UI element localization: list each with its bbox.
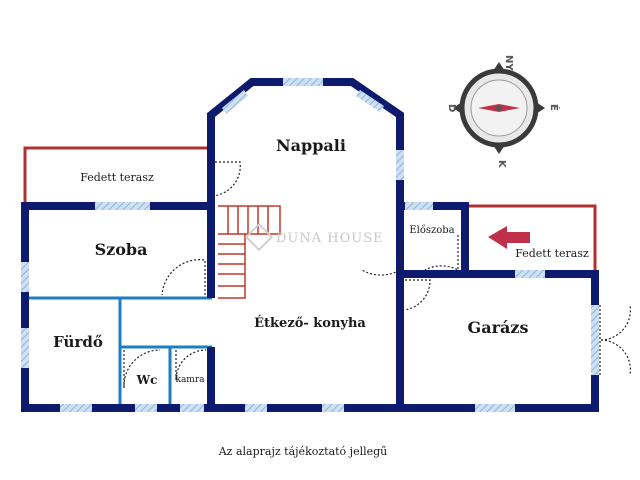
room-garazs: Garázs bbox=[468, 318, 529, 337]
compass-east-label: É bbox=[548, 104, 561, 111]
room-etkezo-konyha: Étkező- konyha bbox=[254, 315, 366, 331]
entry-arrow-icon bbox=[488, 226, 530, 249]
staircase bbox=[218, 205, 281, 299]
room-fedett-terasz-left: Fedett terasz bbox=[80, 171, 154, 184]
room-wc: Wc bbox=[136, 373, 158, 387]
terrace-left-outline bbox=[23, 146, 211, 206]
terrace-right-outline bbox=[465, 204, 597, 274]
watermark: DUNA HOUSE bbox=[244, 222, 384, 252]
room-nappali: Nappali bbox=[276, 136, 346, 155]
room-fedett-terasz-right: Fedett terasz bbox=[515, 247, 589, 260]
compass-north-label: NY bbox=[503, 55, 514, 71]
footnote: Az alaprajz tájékoztató jellegű bbox=[218, 445, 388, 458]
room-furdo: Fürdő bbox=[53, 333, 103, 351]
door-swings bbox=[123, 161, 632, 389]
compass-west-label: D bbox=[446, 104, 457, 112]
windows bbox=[21, 78, 599, 412]
inner-walls bbox=[25, 296, 212, 410]
compass-icon: NY É K D bbox=[446, 55, 561, 169]
room-szoba: Szoba bbox=[95, 240, 148, 259]
watermark-text: DUNA HOUSE bbox=[276, 231, 384, 246]
room-eloszoba: Előszoba bbox=[409, 225, 454, 236]
compass-south-label: K bbox=[496, 160, 507, 169]
room-kamra: kamra bbox=[175, 375, 205, 385]
